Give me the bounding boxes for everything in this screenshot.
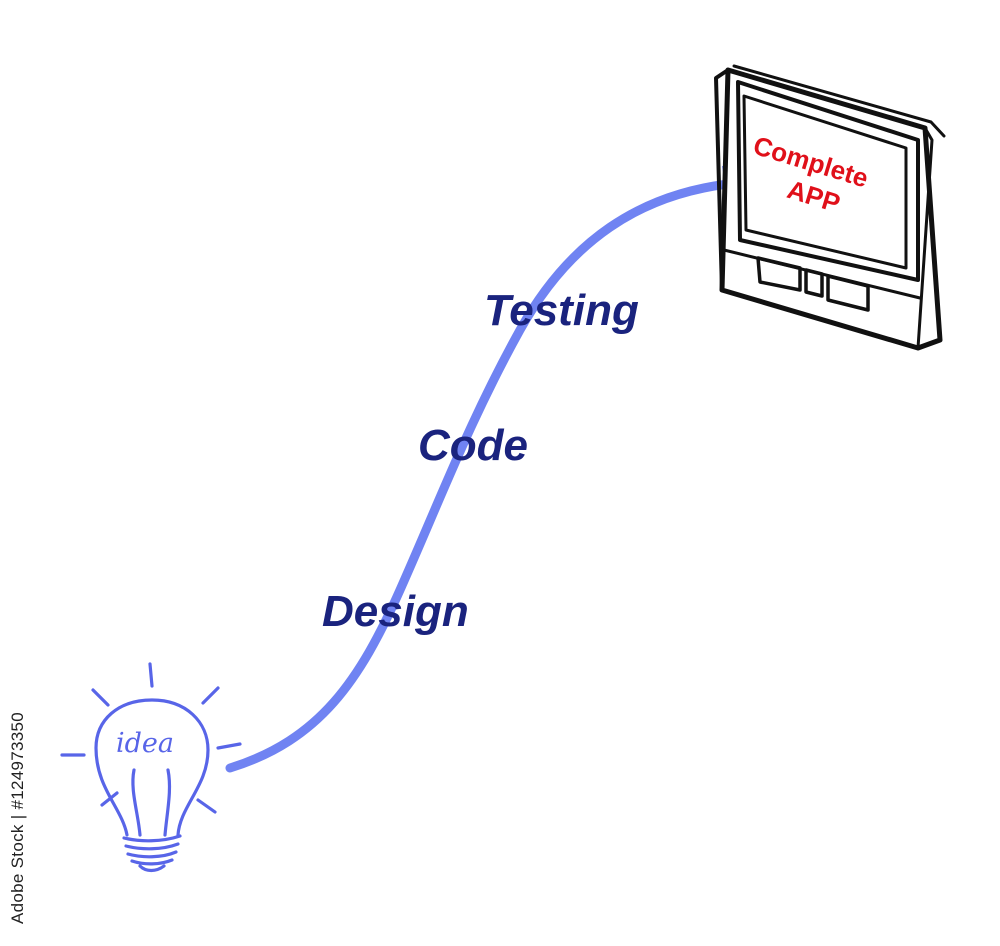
stock-id-watermark: Adobe Stock | #124973350: [8, 712, 27, 925]
stage-label-testing: Testing: [484, 286, 639, 335]
progress-arrow-path: [225, 179, 733, 773]
tablet-icon: [714, 64, 946, 351]
bulb-label: idea: [116, 728, 174, 759]
stage-label-code: Code: [418, 421, 528, 470]
lightbulb-icon: [60, 662, 242, 873]
stage-label-design: Design: [322, 587, 469, 636]
